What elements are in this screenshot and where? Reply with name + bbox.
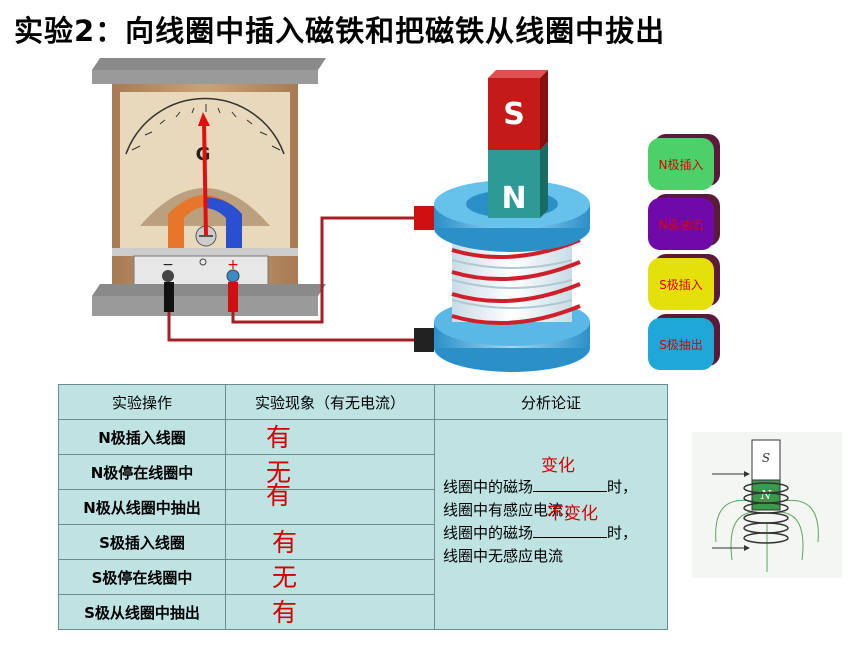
page-title: 实验2：向线圈中插入磁铁和把磁铁从线圈中拔出: [14, 14, 666, 48]
analysis-text: 线圈中的磁场变化时， 线圈中有感应电流； 线圈中的磁场不变化时， 线圈中无感应电…: [443, 456, 638, 565]
operation-cell: S极插入线圈: [58, 524, 226, 560]
blank-answer-changes: 变化: [541, 456, 576, 476]
header-analysis: 分析论证: [434, 384, 668, 420]
table-row: N极插入线圈 有 线圈中的磁场变化时， 线圈中有感应电流； 线圈中的磁场不变化时…: [58, 419, 668, 630]
phenomenon-cell: 无: [225, 454, 435, 490]
apparatus-illustration: G − +: [92, 58, 590, 372]
analysis-cell: 线圈中的磁场变化时， 线圈中有感应电流； 线圈中的磁场不变化时， 线圈中无感应电…: [434, 419, 668, 630]
table-header-row: 实验操作 实验现象（有无电流） 分析论证: [58, 384, 668, 420]
answer-blank: 不变化: [533, 504, 608, 538]
phenomenon-answer: 有: [266, 481, 292, 510]
minus-terminal-label: −: [162, 257, 174, 273]
bar-magnet: S N: [488, 70, 548, 218]
phenomenon-cell: 有: [225, 481, 435, 525]
circuit-wires: [167, 216, 416, 342]
phenomenon-answer: 有: [272, 528, 298, 557]
phenomenon-cell: 有: [225, 524, 435, 560]
plus-terminal-label: +: [227, 257, 239, 273]
phenomenon-cell: 无: [225, 559, 435, 595]
experiment-table: 实验操作 实验现象（有无电流） 分析论证 N极插入线圈 有 线圈中的磁场变化时，…: [58, 384, 668, 630]
diagram-s-pole: S: [762, 451, 770, 465]
galvanometer: G − +: [92, 58, 326, 316]
answer-blank: 变化: [533, 456, 608, 492]
operation-cell: N极插入线圈: [58, 419, 226, 455]
table-row: S极停在线圈中 无: [58, 559, 668, 595]
magnetic-field-diagram: S N: [692, 432, 842, 578]
header-phenomenon: 实验现象（有无电流）: [225, 384, 435, 420]
operation-cell: S极从线圈中抽出: [58, 594, 226, 630]
s-pole-extract-button[interactable]: S极抽出: [648, 318, 714, 370]
magnet-s-pole: S: [503, 97, 525, 132]
phenomenon-answer: 有: [272, 598, 298, 627]
table-row: N极从线圈中抽出 有: [58, 481, 668, 525]
n-pole-insert-button[interactable]: N极插入: [648, 138, 714, 190]
phenomenon-answer: 无: [266, 458, 292, 487]
s-pole-insert-button[interactable]: S极插入: [648, 258, 714, 310]
operation-cell: N极从线圈中抽出: [58, 489, 226, 525]
magnet-n-pole: N: [501, 181, 526, 216]
phenomenon-answer: 有: [266, 423, 292, 452]
phenomenon-cell: 有: [225, 594, 435, 630]
n-pole-extract-button[interactable]: N极抽出: [648, 198, 714, 250]
blank-answer-unchanged: 不变化: [547, 504, 599, 524]
table-row: S极从线圈中抽出 有: [58, 594, 668, 630]
table-row: N极停在线圈中 无: [58, 454, 668, 490]
phenomenon-cell: 有: [225, 419, 435, 455]
operation-cell: S极停在线圈中: [58, 559, 226, 595]
operation-cell: N极停在线圈中: [58, 454, 226, 490]
diagram-n-pole: N: [760, 488, 772, 502]
header-operation: 实验操作: [58, 384, 226, 420]
phenomenon-answer: 无: [272, 563, 298, 592]
